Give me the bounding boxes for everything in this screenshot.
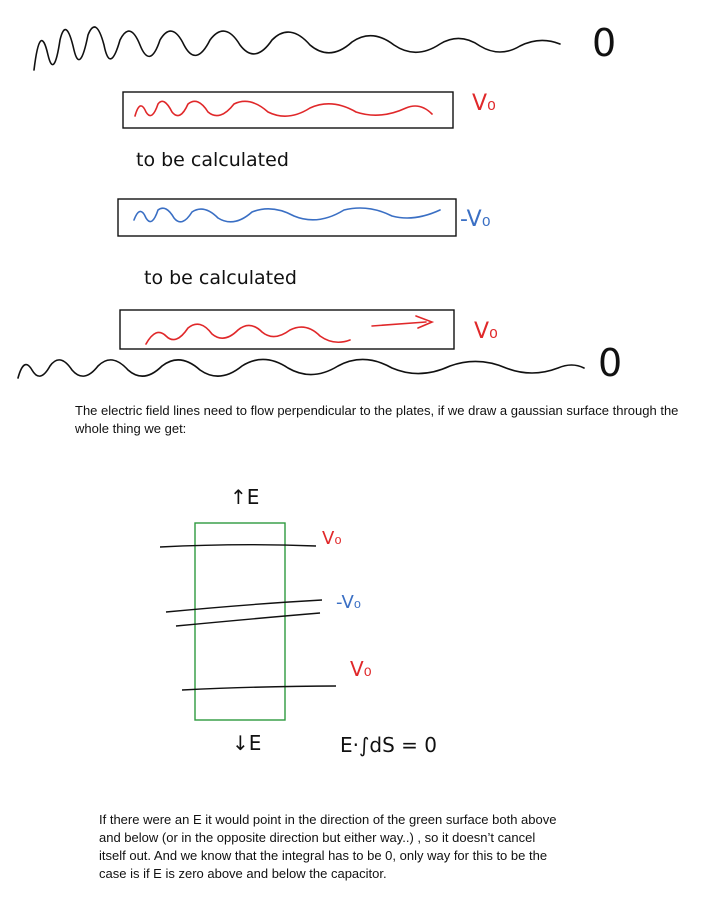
annotation-1: to be calculated	[136, 149, 289, 171]
gaussian-surface	[194, 522, 286, 721]
line-2a	[165, 599, 323, 613]
middle-plate-potential: -V₀	[460, 207, 491, 232]
diagram-line-3-label: V₀	[350, 657, 372, 681]
bottom-plate-squiggle	[145, 315, 435, 345]
diagram-line-1-label: V₀	[322, 528, 342, 549]
field-up-label: ↑E	[230, 485, 259, 509]
middle-plate-squiggle	[133, 207, 441, 223]
gauss-equation: E·∫dS = 0	[340, 733, 437, 757]
line-1	[159, 544, 317, 548]
middle-plate	[117, 198, 457, 237]
line-3	[181, 685, 337, 691]
line-2b	[175, 612, 321, 627]
top-plate-squiggle	[134, 100, 433, 117]
top-plate	[122, 91, 454, 129]
annotation-2: to be calculated	[144, 267, 297, 289]
top-ground-label: 0	[592, 21, 616, 65]
bottom-ground-label: 0	[598, 341, 622, 385]
diagram-line-2-label: -V₀	[336, 592, 361, 613]
explanation-paragraph-1: The electric field lines need to flow pe…	[75, 403, 679, 436]
top-plate-potential: V₀	[472, 91, 496, 116]
bottom-plate	[119, 309, 455, 350]
bottom-ground-squiggle	[17, 358, 585, 379]
field-down-label: ↓E	[232, 731, 261, 755]
explanation-paragraph-2: If there were an E it would point in the…	[99, 812, 557, 881]
bottom-plate-potential: V₀	[474, 319, 498, 344]
top-ground-squiggle	[33, 26, 561, 71]
